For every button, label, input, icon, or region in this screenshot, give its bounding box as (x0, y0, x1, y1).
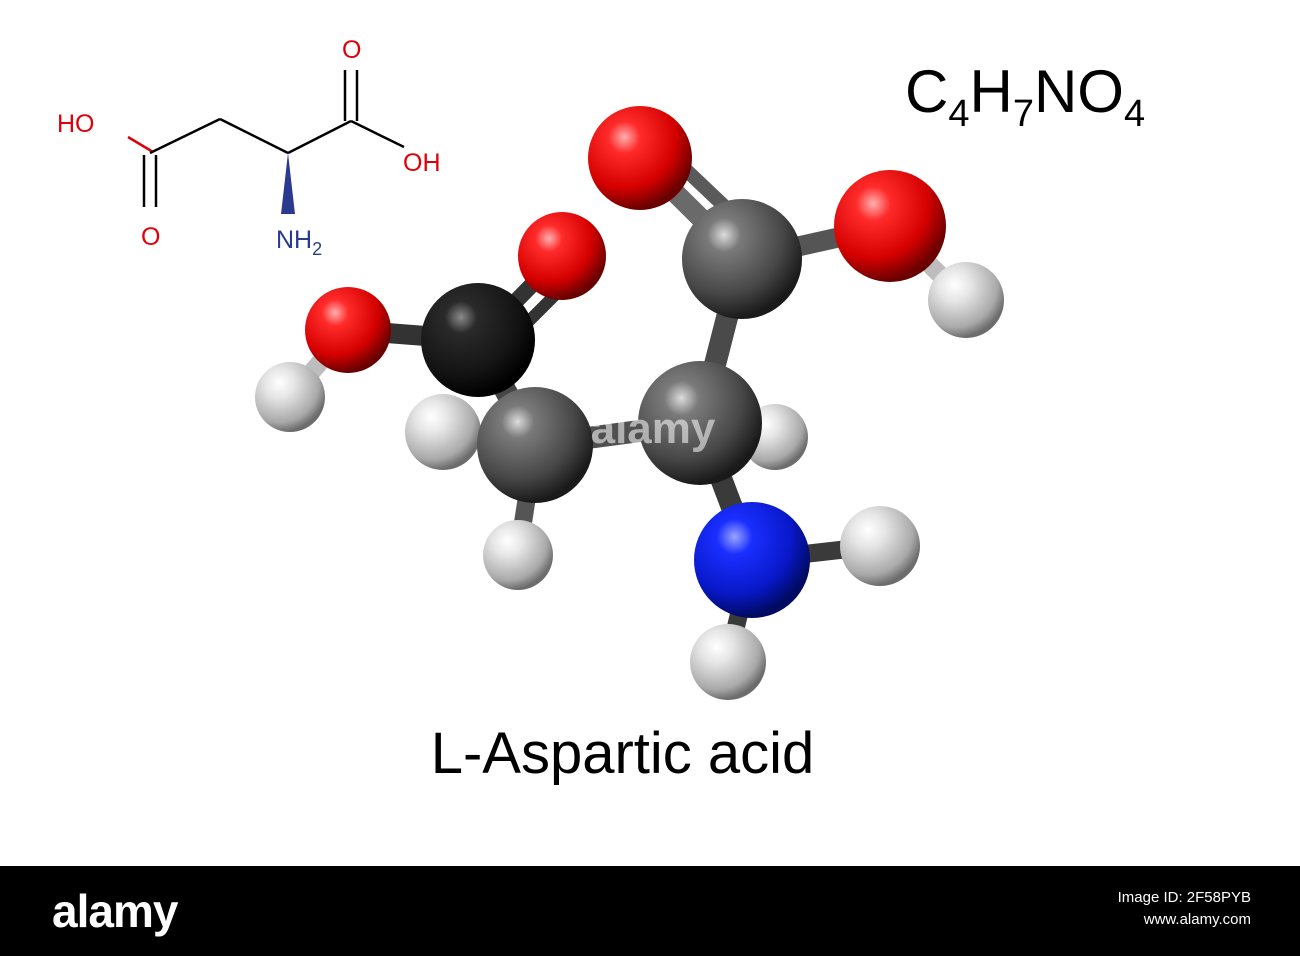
bond-c2-ca (219, 117, 289, 155)
oxygen-atom-carbonyl-left (518, 212, 606, 300)
ball-and-stick-model (255, 106, 1004, 700)
label-o-bottom: O (141, 223, 160, 251)
hydrogen-atom-hydroxyl-right (928, 262, 1004, 338)
label-nh2: NH2 (276, 226, 322, 259)
carbon-atom-beta (477, 387, 593, 503)
wedge-bond-nh2 (281, 153, 295, 214)
molecule-name: L-Aspartic acid (430, 721, 815, 786)
alamy-logo: alamy (52, 885, 178, 937)
oxygen-atom-hydroxyl-left (305, 287, 391, 373)
nitrogen-atom (694, 502, 810, 618)
hydrogen-atom-hydroxyl-left (255, 362, 325, 432)
skeletal-formula: HO O OH O NH2 (57, 36, 441, 259)
image-id-block: Image ID: 2F58PYB www.alamy.com (1118, 887, 1251, 931)
label-o-top: O (342, 36, 361, 64)
bond-c1-c2 (149, 117, 221, 155)
bond-ho-c1 (127, 135, 154, 154)
aspartic-acid-diagram: HO O OH O NH2 (57, 36, 1004, 700)
oxygen-atom-hydroxyl-right (834, 170, 946, 282)
site-url: www.alamy.com (1143, 911, 1251, 928)
hydrogen-atom-beta-1 (405, 394, 481, 470)
hydrogen-atom-beta-2 (483, 520, 553, 590)
carbon-atom-alpha (638, 361, 762, 485)
carbon-atom-carboxyl-left (421, 283, 535, 397)
carbon-atom-carboxyl-right (682, 199, 802, 319)
image-id-text: Image ID: 2F58PYB (1117, 889, 1251, 906)
bond-ca-c4 (287, 119, 352, 155)
molecular-formula: C4H7NO4 (905, 58, 1146, 135)
label-ho: HO (57, 110, 95, 138)
hydrogen-atom-amine-2 (690, 624, 766, 700)
bond-c4-oh (350, 119, 405, 149)
hydrogen-atom-amine-1 (840, 506, 920, 586)
footer-bar: alamy Image ID: 2F58PYB www.alamy.com (0, 866, 1300, 956)
oxygen-atom-carbonyl-top (588, 106, 692, 210)
label-oh: OH (403, 149, 441, 177)
